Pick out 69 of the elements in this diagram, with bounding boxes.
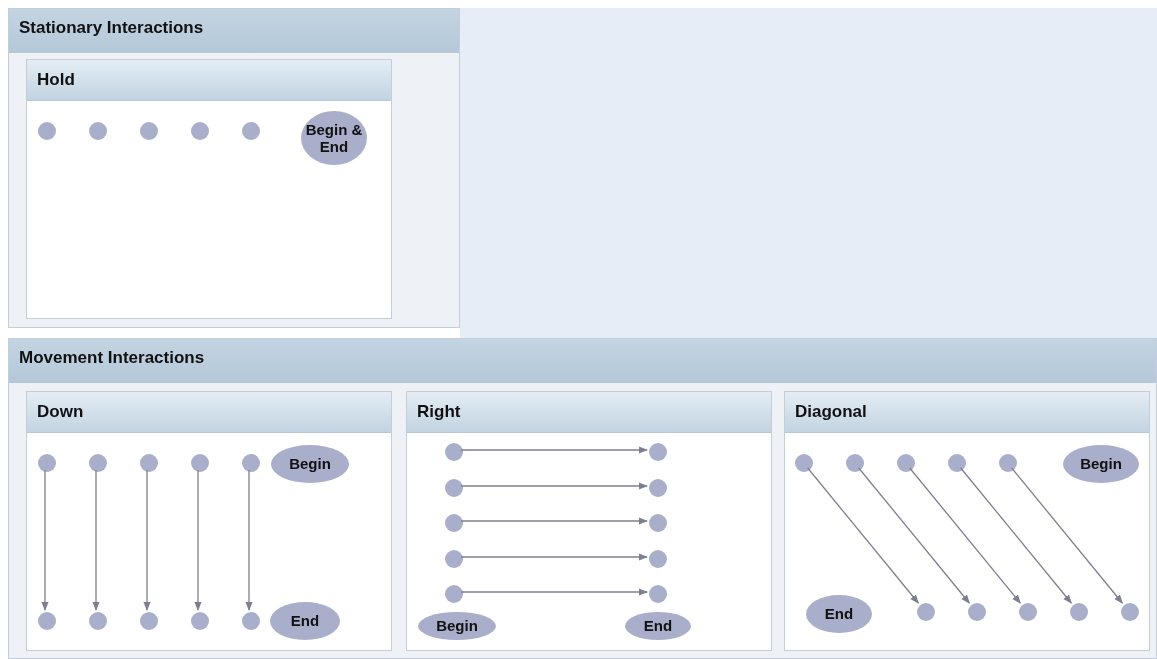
arrow [143, 469, 151, 611]
dot-marker [445, 514, 463, 532]
section-panel [8, 8, 460, 328]
arrow [245, 469, 253, 611]
dot-marker [649, 585, 667, 603]
interaction-panel [26, 391, 392, 651]
oval-tag: Begin [1063, 445, 1139, 483]
dot-marker [242, 612, 260, 630]
arrow [41, 469, 49, 611]
dot-marker [242, 122, 260, 140]
section-title: Movement Interactions [19, 348, 205, 368]
dot-marker [89, 612, 107, 630]
dot-marker [38, 454, 56, 472]
interaction-panel [406, 391, 772, 651]
dot-marker [191, 612, 209, 630]
oval-tag: Begin & End [301, 111, 367, 165]
arrow [858, 467, 970, 604]
section-title: Stationary Interactions [19, 18, 204, 38]
dot-marker [1121, 603, 1139, 621]
dot-marker [140, 612, 158, 630]
arrow [92, 469, 100, 611]
dot-marker [445, 550, 463, 568]
dot-marker [191, 122, 209, 140]
arrow [460, 446, 648, 454]
section-panel [8, 338, 1157, 659]
dot-marker [649, 550, 667, 568]
oval-tag: Begin [418, 612, 496, 640]
dot-marker [191, 454, 209, 472]
dot-marker [1070, 603, 1088, 621]
dot-marker [89, 454, 107, 472]
dot-marker [89, 122, 107, 140]
panel-title: Diagonal [795, 402, 867, 422]
dot-marker [1019, 603, 1037, 621]
dot-marker [140, 122, 158, 140]
dot-marker [38, 612, 56, 630]
arrow [460, 517, 648, 525]
dot-marker [917, 603, 935, 621]
dot-marker [649, 479, 667, 497]
dot-marker [140, 454, 158, 472]
arrow [460, 588, 648, 596]
arrow [1011, 467, 1123, 604]
arrow [194, 469, 202, 611]
oval-tag: Begin [271, 445, 349, 483]
interaction-panel [26, 59, 392, 319]
dot-marker [445, 443, 463, 461]
oval-tag: End [806, 595, 872, 633]
arrow [909, 467, 1021, 604]
dot-marker [445, 479, 463, 497]
dot-marker [445, 585, 463, 603]
dot-marker [948, 454, 966, 472]
dot-marker [795, 454, 813, 472]
interaction-panel [784, 391, 1150, 651]
panel-title: Hold [37, 70, 75, 90]
dot-marker [242, 454, 260, 472]
oval-tag: End [625, 612, 691, 640]
dot-marker [649, 514, 667, 532]
arrow [960, 467, 1072, 604]
panel-title: Down [37, 402, 84, 422]
dot-marker [846, 454, 864, 472]
dot-marker [38, 122, 56, 140]
oval-tag: End [270, 602, 340, 640]
arrow [807, 467, 919, 604]
dot-marker [897, 454, 915, 472]
dot-marker [968, 603, 986, 621]
dot-marker [649, 443, 667, 461]
arrow [460, 482, 648, 490]
panel-title: Right [417, 402, 461, 422]
dot-marker [999, 454, 1017, 472]
arrow [460, 553, 648, 561]
